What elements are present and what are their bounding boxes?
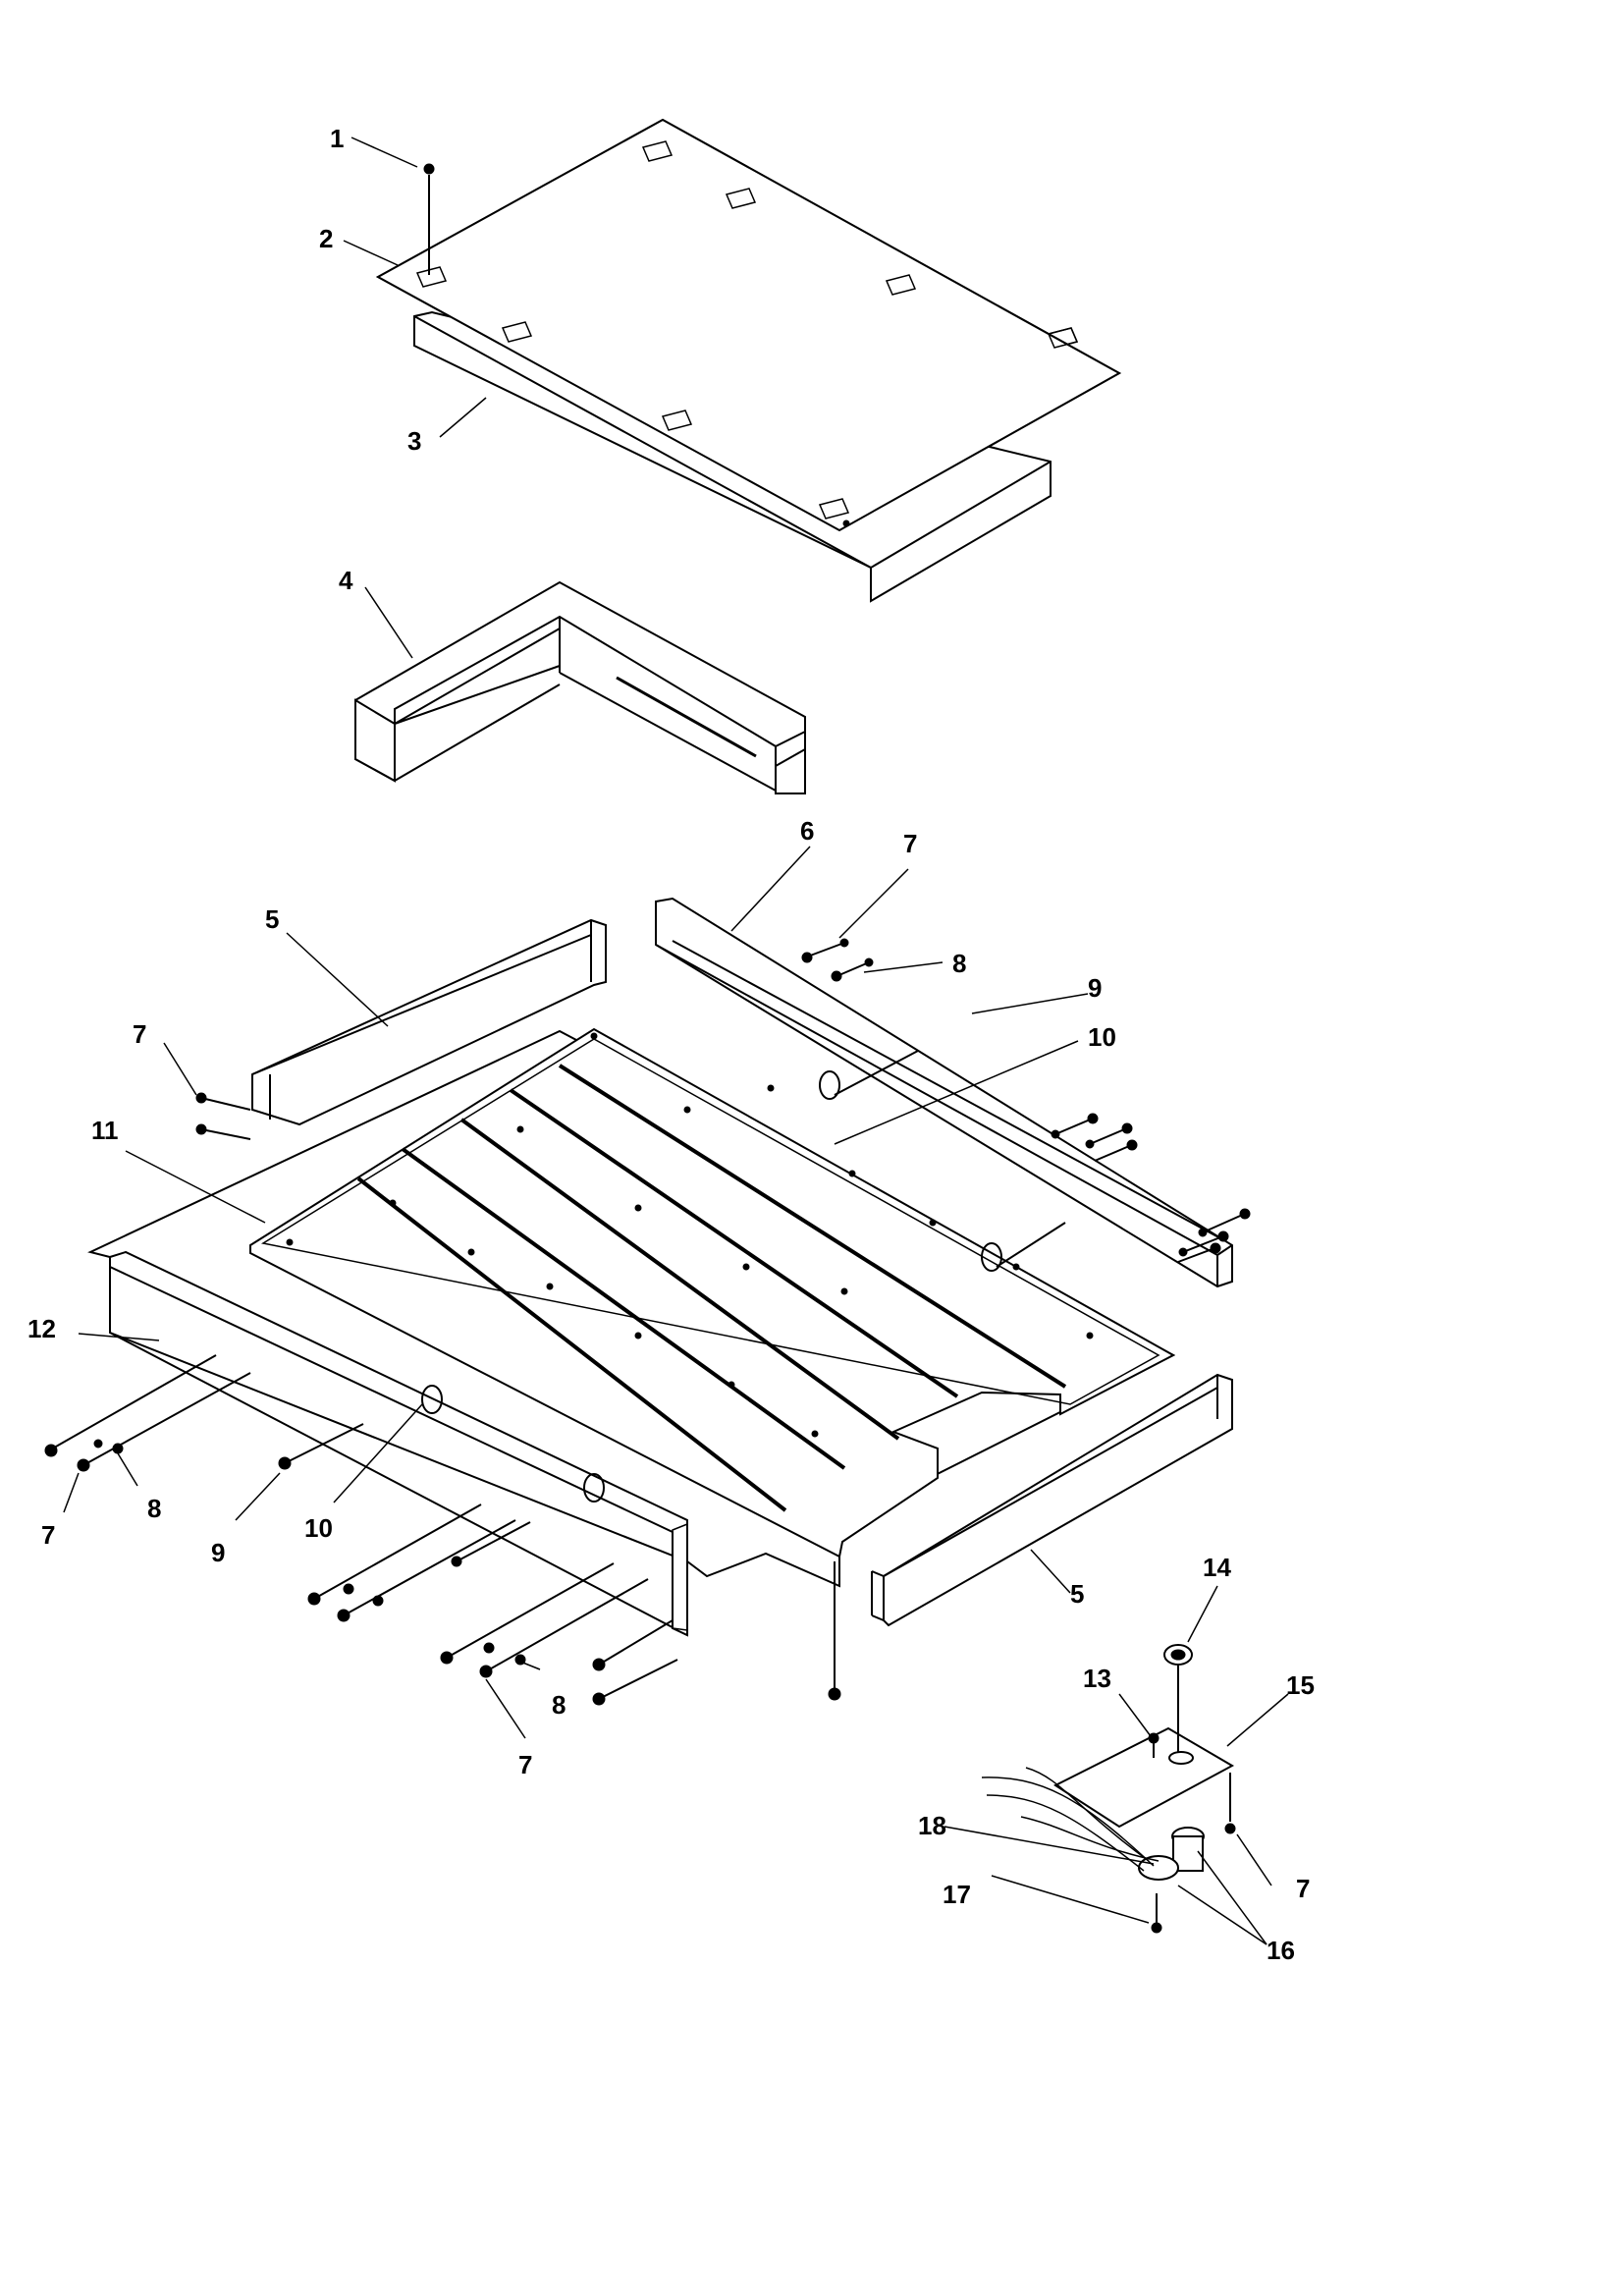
callout-3: 3 <box>407 426 421 456</box>
callout-17: 17 <box>943 1880 971 1909</box>
part-15-mounting-plate-assembly <box>981 1644 1236 1934</box>
callout-leaders <box>63 137 1289 1945</box>
fastener-set <box>44 938 1251 1706</box>
callout-7-front-left: 7 <box>41 1520 55 1550</box>
callout-4: 4 <box>339 566 353 595</box>
part-5-left-rail <box>251 918 607 1126</box>
callout-9-rear: 9 <box>1088 973 1102 1003</box>
callout-12: 12 <box>27 1314 56 1343</box>
callout-1: 1 <box>330 124 344 153</box>
part-3-foam-pad <box>375 118 1122 603</box>
part-12-front-flange <box>109 1250 688 1637</box>
part-4-foam-block <box>354 580 806 794</box>
callout-8-front: 8 <box>552 1690 566 1720</box>
callout-7-front: 7 <box>518 1750 532 1779</box>
callout-9-front: 9 <box>211 1538 225 1567</box>
callout-11: 11 <box>91 1116 119 1145</box>
part-5-front-rail <box>871 1373 1233 1627</box>
callout-7-rear: 7 <box>903 829 917 858</box>
callout-8-rear: 8 <box>952 949 966 978</box>
callout-13: 13 <box>1083 1664 1111 1693</box>
callout-10-rear: 10 <box>1088 1022 1116 1052</box>
part-11-floor-tray <box>249 1027 1176 1558</box>
callout-7-plate: 7 <box>1296 1874 1310 1903</box>
callout-15: 15 <box>1286 1670 1315 1700</box>
callout-labels: 1 2 3 4 5 5 6 7 7 7 7 7 8 8 8 9 9 10 10 … <box>27 124 1315 1965</box>
callout-7-left: 7 <box>133 1019 146 1049</box>
callout-18: 18 <box>918 1811 946 1840</box>
callout-14: 14 <box>1203 1553 1231 1582</box>
part-6-rear-rail <box>655 897 1233 1288</box>
callout-2: 2 <box>319 224 333 253</box>
callout-6: 6 <box>800 816 814 846</box>
callout-16: 16 <box>1267 1936 1295 1965</box>
callout-10-front: 10 <box>304 1513 333 1543</box>
callout-5-left-rail: 5 <box>265 904 279 934</box>
callout-5-front-rail: 5 <box>1070 1579 1084 1609</box>
callout-8-front-left: 8 <box>147 1494 161 1523</box>
